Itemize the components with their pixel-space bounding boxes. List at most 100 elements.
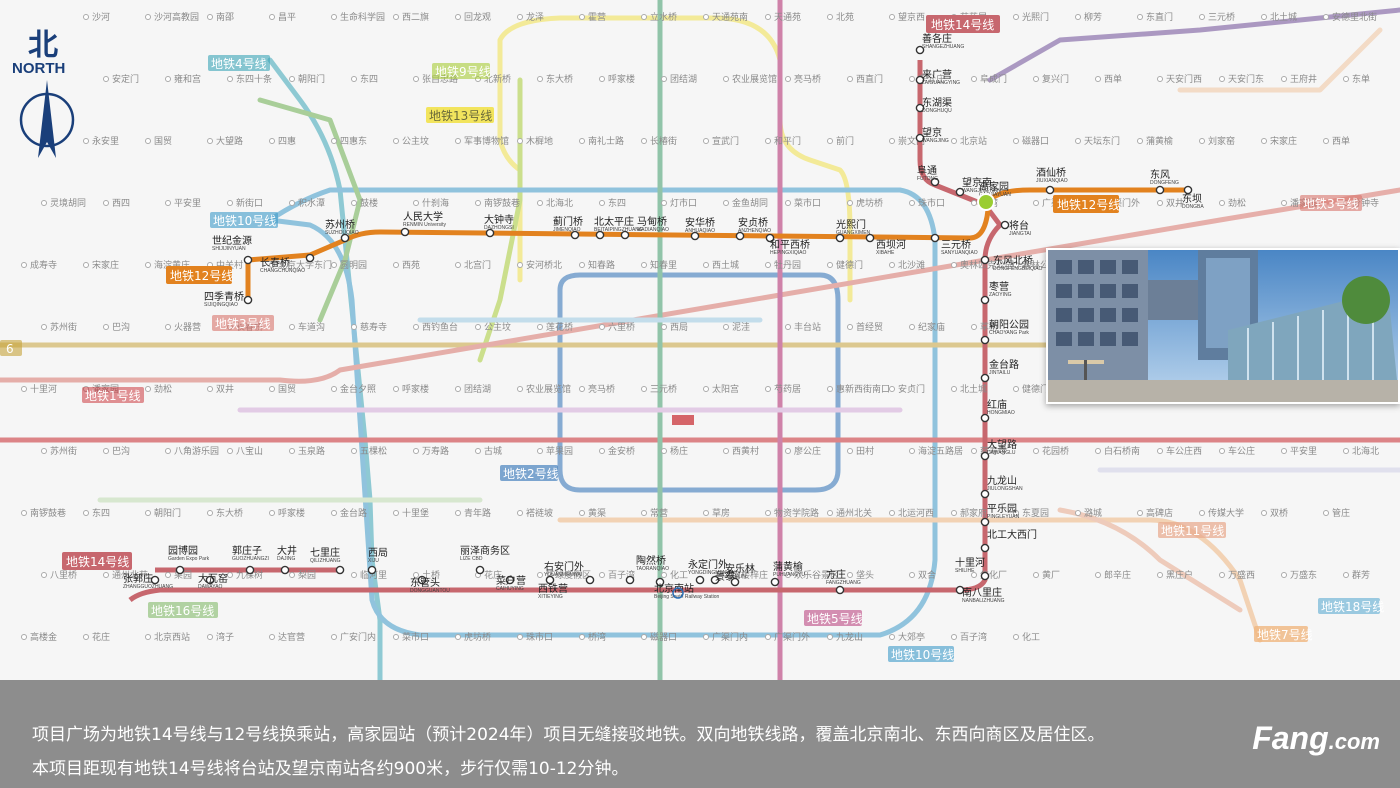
minor-station-dot: [145, 634, 151, 640]
station-dot: [980, 543, 990, 553]
minor-station-label: 牡丹园: [774, 259, 801, 271]
line7-tag: 地铁7号线: [1257, 628, 1313, 642]
minor-station-label: 传媒大学: [1208, 507, 1244, 519]
minor-station-dot: [413, 76, 419, 82]
station-pinyin: JINTAILU: [989, 370, 1011, 376]
minor-station-dot: [331, 634, 337, 640]
minor-station-dot: [827, 510, 833, 516]
station-label: 金台路: [989, 358, 1019, 371]
minor-station-label: 东四: [92, 507, 110, 519]
minor-station-label: 丰台站: [794, 321, 821, 333]
minor-station-label: 西苑: [402, 259, 420, 271]
minor-station-label: 东四: [360, 73, 378, 85]
minor-station-dot: [165, 448, 171, 454]
minor-station-label: 苹果园: [546, 445, 573, 457]
station-l14e-8: 北工大西门: [980, 528, 1037, 553]
minor-station-dot: [331, 138, 337, 144]
minor-station-label: 平安里: [1290, 445, 1317, 457]
minor-station-label: 西黄村: [732, 445, 759, 457]
minor-station-dot: [517, 510, 523, 516]
minor-station-label: 临河里: [360, 569, 387, 581]
minor-station-label: 天通苑: [774, 11, 801, 23]
minor-station-label: 沙河高教园: [154, 11, 199, 23]
minor-station-label: 沙河: [92, 11, 110, 23]
station-dot: [620, 230, 630, 240]
station-dot: [655, 577, 665, 587]
station-dot: [367, 565, 377, 575]
minor-station-label: 立水桥: [650, 11, 677, 23]
station-label: 菜户营: [496, 574, 526, 587]
minor-station-label: 东大桥: [546, 73, 573, 85]
subway-map: 化工百子湾大郊亭九龙山广渠门外广渠门内磁器口桥湾珠市口虎坊桥菜市口广安门内达官营…: [0, 0, 1400, 683]
minor-station-label: 军事博物馆: [464, 135, 509, 147]
minor-station-dot: [951, 510, 957, 516]
minor-station-label: 青年路: [464, 507, 491, 519]
minor-station-dot: [517, 14, 523, 20]
minor-station-dot: [1033, 200, 1039, 206]
minor-station-dot: [351, 200, 357, 206]
minor-station-label: 知春路: [588, 259, 615, 271]
minor-station-dot: [455, 262, 461, 268]
minor-station-label: 十里堡: [402, 507, 429, 519]
minor-station-label: 大望路: [216, 135, 243, 147]
minor-station-label: 积水潭: [298, 197, 325, 209]
minor-station-dot: [1343, 76, 1349, 82]
minor-station-label: 巴沟: [112, 445, 130, 457]
minor-station-dot: [661, 76, 667, 82]
minor-station-label: 西四: [112, 198, 130, 209]
station-label: 西铁营: [538, 582, 568, 595]
minor-station-dot: [1219, 572, 1225, 578]
minor-station-dot: [21, 262, 27, 268]
minor-station-label: 柳芳: [1084, 11, 1102, 23]
minor-station-dot: [331, 510, 337, 516]
line-tags: 地铁14号线 地铁12号线 地铁12号线 地铁14号线 地铁4号线 地铁9号线 …: [0, 15, 1384, 662]
minor-station-label: 廖公庄: [794, 445, 821, 457]
station-label: 马甸桥: [637, 215, 667, 228]
minor-station-label: 南楼梓庄: [732, 569, 768, 581]
minor-station-label: 九棵树: [236, 569, 263, 581]
station-pinyin: LAIGUANGYING: [922, 80, 960, 86]
minor-station-label: 南锣鼓巷: [30, 507, 66, 519]
minor-station-dot: [765, 386, 771, 392]
station-pinyin: DAZHONGSI: [484, 225, 514, 231]
minor-station-dot: [413, 572, 419, 578]
minor-station-label: 西单: [1332, 135, 1350, 147]
station-pinyin: TAORANQIAO: [636, 566, 669, 572]
station-photo-illustration: [1048, 250, 1398, 402]
minor-station-dot: [1219, 200, 1225, 206]
minor-station-dot: [723, 200, 729, 206]
station-label: 七里庄: [310, 546, 340, 559]
station-pinyin: ANHUAQIAO: [685, 228, 715, 234]
minor-station-dot: [1033, 448, 1039, 454]
station-dot: [980, 413, 990, 423]
station-dot: [150, 575, 160, 585]
minor-station-dot: [909, 76, 915, 82]
minor-station-dot: [847, 572, 853, 578]
minor-station-label: 团结湖: [464, 383, 491, 395]
minor-station-label: 东大桥: [216, 507, 243, 519]
minor-station-dot: [661, 200, 667, 206]
station-pinyin: SUZHOUQIAO: [325, 230, 359, 236]
station-dot: [340, 233, 350, 243]
minor-station-dot: [331, 386, 337, 392]
compass: 北 NORTH: [10, 20, 82, 158]
station-pinyin: SIJIQINGQIAO: [204, 302, 238, 308]
minor-station-dot: [785, 448, 791, 454]
minor-station-label: 鼓楼: [360, 197, 378, 209]
station-label: 三元桥: [941, 239, 971, 251]
station-dot: [865, 233, 875, 243]
minor-station-label: 天通苑南: [712, 11, 748, 23]
station-label: 善各庄: [922, 32, 952, 45]
station-label: 长春桥: [260, 257, 290, 269]
minor-station-label: 金台夕照: [340, 383, 376, 395]
minor-station-label: 王府井: [1290, 73, 1317, 85]
minor-station-label: 欢乐谷景区: [794, 569, 839, 581]
station-l14s-15: 景泰: [710, 570, 735, 585]
